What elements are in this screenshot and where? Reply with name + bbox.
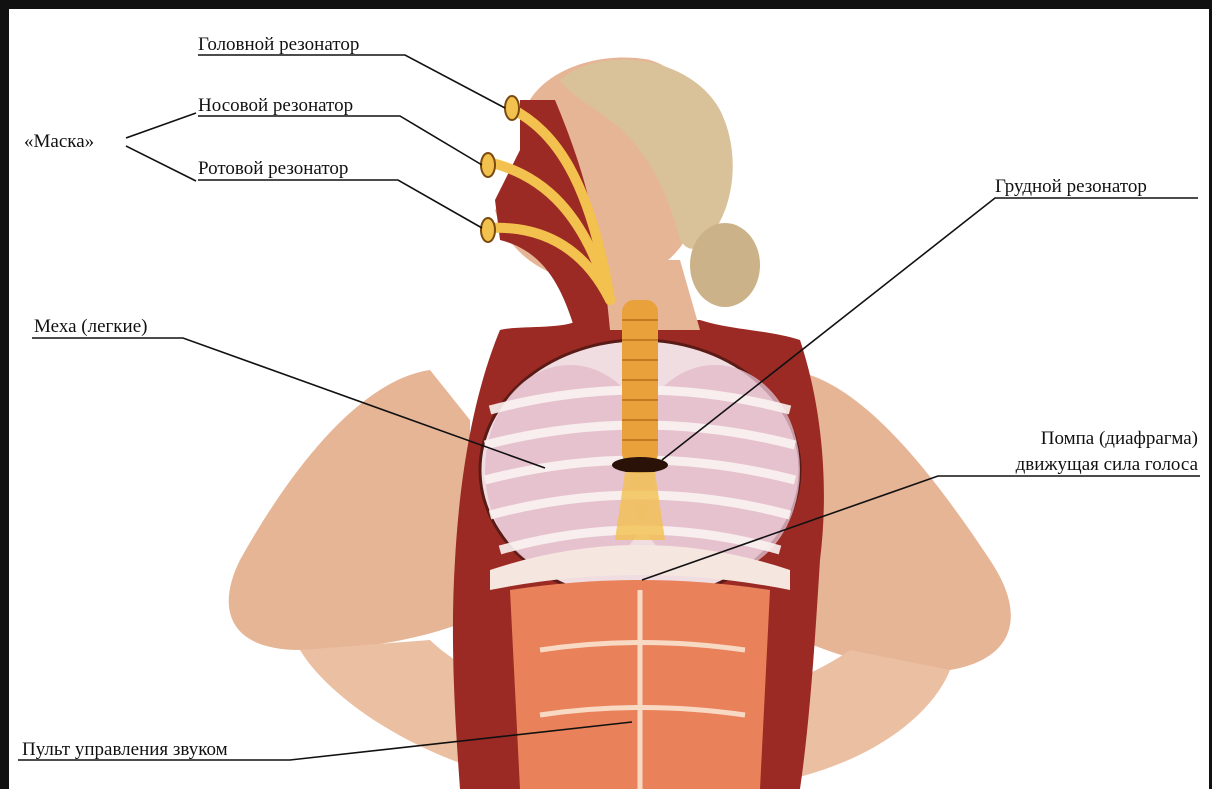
mask-brace-bottom — [126, 146, 196, 181]
left-arm — [229, 370, 470, 650]
hair-bun — [690, 223, 760, 307]
pump-label-line1: Помпа (диафрагма) — [940, 428, 1198, 450]
mask-label: «Маска» — [24, 131, 94, 153]
chest-resonator-disc — [612, 457, 668, 473]
oral-resonator-leader — [198, 180, 482, 228]
sound-control-label: Пульт управления звуком — [22, 739, 228, 761]
nasal-resonator-label: Носовой резонатор — [198, 95, 353, 117]
oral-resonator-label: Ротовой резонатор — [198, 158, 348, 180]
mask-brace-top — [126, 113, 196, 138]
pump-label-line2: движущая сила голоса — [940, 454, 1198, 476]
bellows-label: Меха (легкие) — [34, 316, 147, 338]
head-resonator-label: Головной резонатор — [198, 34, 359, 56]
chest-resonator-label: Грудной резонатор — [995, 176, 1147, 198]
